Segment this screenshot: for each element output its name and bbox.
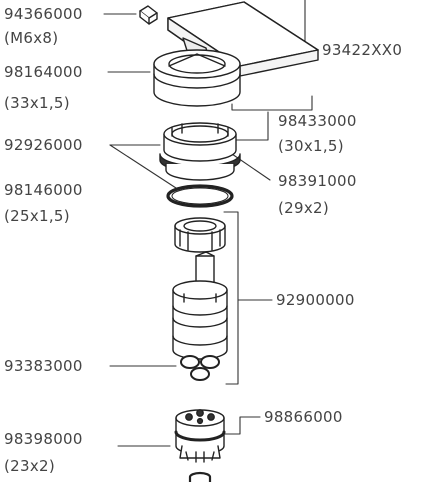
- label-cartridge: 92900000: [276, 291, 355, 309]
- cap-ring-part: [153, 49, 241, 107]
- leader-cap-ring-link: [231, 95, 313, 111]
- label-bonnet-oring-spec: (30x1,5): [278, 137, 344, 155]
- label-bonnet-oring: 98433000: [278, 112, 357, 130]
- label-body-oring: 98146000: [4, 181, 83, 199]
- base-oring-part: [188, 471, 212, 482]
- leader-cartridge-bracket: [223, 211, 239, 385]
- cartridge-top-ring-part: [174, 217, 226, 253]
- label-diverter-base: 98866000: [264, 408, 343, 426]
- seals-part: [180, 355, 220, 381]
- label-bonnet-inner-oring-spec: (29x2): [278, 199, 330, 217]
- diverter-base-part: [174, 409, 226, 463]
- label-seals: 93383000: [4, 357, 83, 375]
- leader-lines: [103, 0, 319, 447]
- bonnet-nut-part: [159, 122, 241, 181]
- label-bonnet-nut: 92926000: [4, 136, 83, 154]
- label-bonnet-inner-oring: 98391000: [278, 172, 357, 190]
- leader-body-oring: [109, 144, 177, 189]
- leader-diverter-base: [224, 416, 261, 435]
- label-handle: 93422XX0: [322, 41, 403, 59]
- cartridge-part: [172, 251, 228, 360]
- handle-screw-part: [139, 5, 158, 25]
- label-base-oring: 98398000: [4, 430, 83, 448]
- label-handle-screw-spec: (M6x8): [4, 29, 59, 47]
- body-oring-part: [166, 184, 234, 208]
- label-body-oring-spec: (25x1,5): [4, 207, 70, 225]
- label-cap-ring-spec: (33x1,5): [4, 94, 70, 112]
- label-base-oring-spec: (23x2): [4, 457, 56, 475]
- label-cap-ring: 98164000: [4, 63, 83, 81]
- leader-bonnet-oring: [231, 111, 269, 141]
- label-handle-screw: 94366000: [4, 5, 83, 23]
